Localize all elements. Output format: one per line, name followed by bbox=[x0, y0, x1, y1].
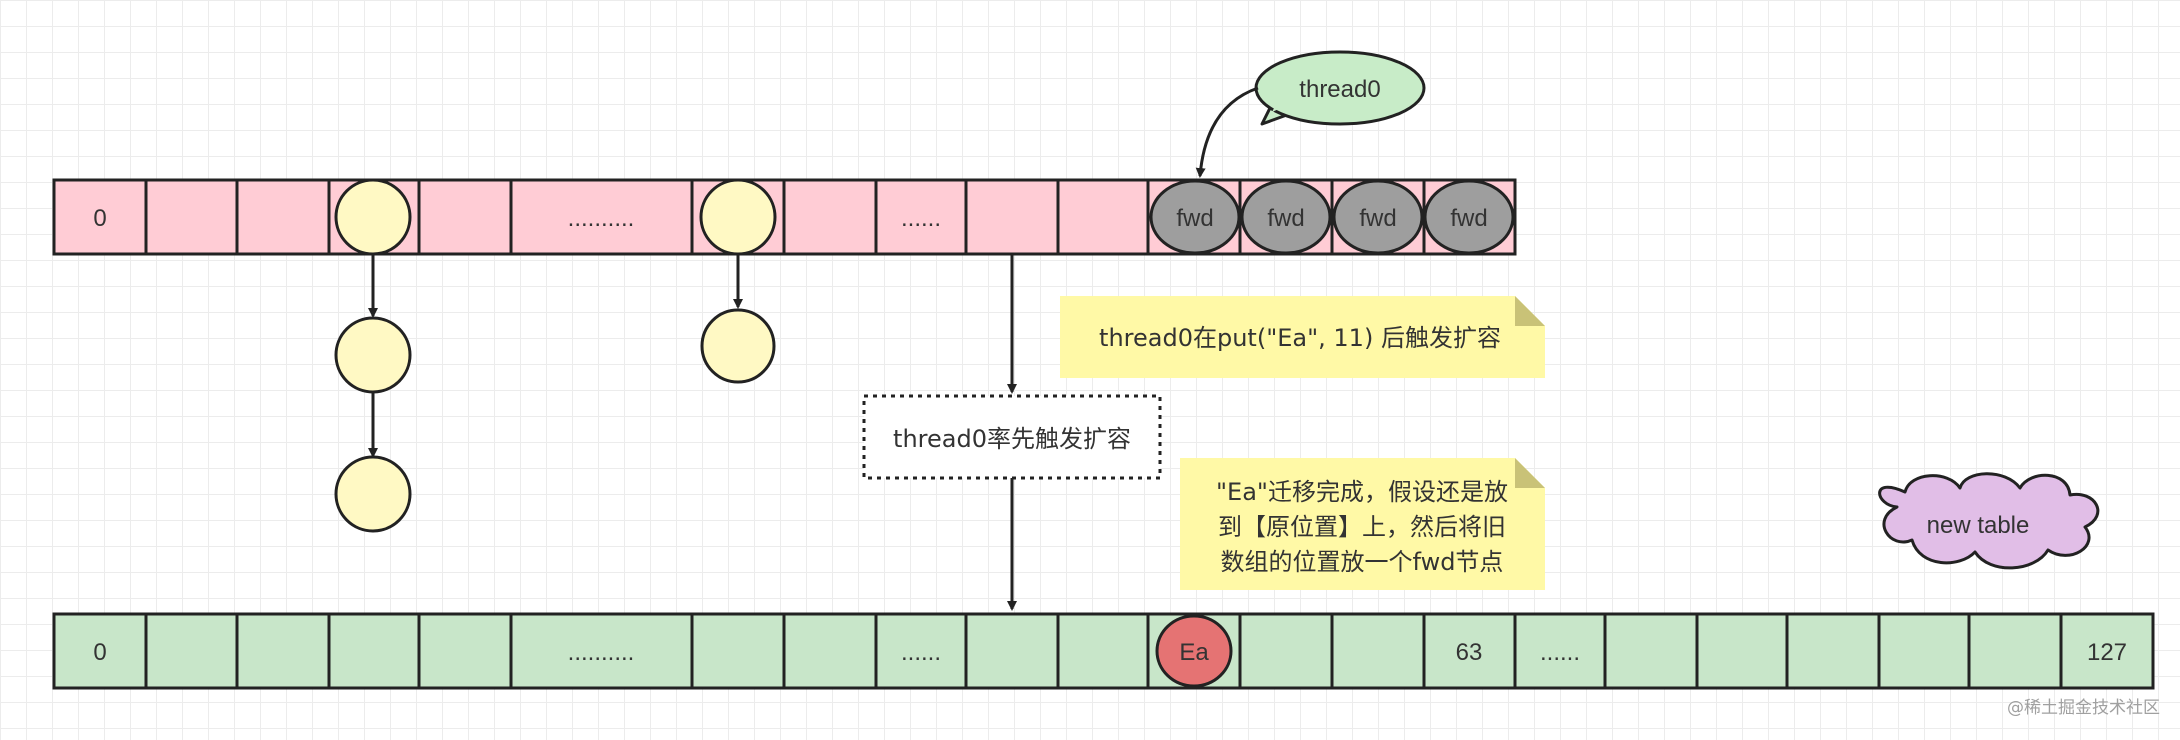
note-migrate: "Ea"迁移完成，假设还是放 到【原位置】上，然后将旧 数组的位置放一个fwd节… bbox=[1180, 458, 1545, 590]
new-cell-15 bbox=[1513, 612, 1607, 690]
fwd-node bbox=[1332, 179, 1424, 255]
note-migrate-fold bbox=[1515, 458, 1545, 488]
new-cell-label: 127 bbox=[2087, 639, 2127, 666]
new-cell-7 bbox=[782, 612, 878, 690]
new-table-cloud: new table bbox=[1878, 472, 2100, 570]
new-cell-5 bbox=[509, 612, 694, 690]
old-cell-10 bbox=[1056, 178, 1150, 256]
cloud-shape bbox=[1878, 472, 2100, 570]
new-cell-12 bbox=[1238, 612, 1334, 690]
new-cell-13 bbox=[1330, 612, 1426, 690]
watermark: @稀土掘金技术社区 bbox=[2007, 698, 2160, 718]
new-cell-label: 63 bbox=[1456, 639, 1483, 666]
trigger-label: thread0率先触发扩容 bbox=[893, 425, 1131, 453]
note-migrate-line: 数组的位置放一个fwd节点 bbox=[1221, 548, 1504, 576]
old-cell-label: .......... bbox=[568, 205, 635, 232]
old-cell-2 bbox=[235, 178, 331, 256]
new-cell-6 bbox=[690, 612, 786, 690]
old-cell-7 bbox=[782, 178, 878, 256]
old-cell-label: 0 bbox=[93, 205, 106, 232]
note-put-fold bbox=[1515, 296, 1545, 326]
new-cell-17 bbox=[1695, 612, 1789, 690]
chain-node bbox=[700, 308, 776, 384]
new-cell-label: .......... bbox=[568, 639, 635, 666]
chain-node bbox=[334, 455, 412, 533]
thread0-label: thread0 bbox=[1299, 76, 1380, 103]
new-cell-0 bbox=[52, 612, 148, 690]
ea-label: Ea bbox=[1179, 639, 1209, 666]
old-cell-0 bbox=[52, 178, 148, 256]
thread0-arrow bbox=[1195, 86, 1259, 178]
note-migrate-line: "Ea"迁移完成，假设还是放 bbox=[1216, 478, 1508, 506]
fwd-label: fwd bbox=[1267, 205, 1304, 232]
new-cell-21 bbox=[2059, 612, 2155, 690]
fwd-node bbox=[1149, 179, 1241, 255]
new-cell-14 bbox=[1422, 612, 1517, 690]
old-cell-4 bbox=[417, 178, 513, 256]
new-cell-16 bbox=[1603, 612, 1699, 690]
old-cell-5 bbox=[509, 178, 694, 256]
new-cell-1 bbox=[144, 612, 239, 690]
fwd-label: fwd bbox=[1450, 205, 1487, 232]
new-cell-label: ...... bbox=[901, 639, 941, 666]
chain-node bbox=[699, 178, 777, 256]
old-cell-9 bbox=[964, 178, 1060, 256]
old-cell-8 bbox=[874, 178, 968, 256]
new-cell-2 bbox=[235, 612, 331, 690]
old-cell-label: ...... bbox=[901, 205, 941, 232]
thread0-bubble: thread0 bbox=[1195, 50, 1426, 178]
note-migrate-line: 到【原位置】上，然后将旧 bbox=[1218, 513, 1506, 541]
note-migrate-body bbox=[1180, 458, 1545, 590]
new-cell-20 bbox=[1967, 612, 2063, 690]
fwd-node bbox=[1423, 179, 1515, 255]
fwd-node bbox=[1240, 179, 1332, 255]
new-cell-19 bbox=[1877, 612, 1971, 690]
new-cell-3 bbox=[327, 612, 421, 690]
new-cell-8 bbox=[874, 612, 968, 690]
new-cell-4 bbox=[417, 612, 513, 690]
old-table: 0 .......... ...... fwd fwd fwd fwd bbox=[52, 178, 1517, 256]
new-cell-label: ...... bbox=[1540, 639, 1580, 666]
note-put-text: thread0在put("Ea", 11) 后触发扩容 bbox=[1099, 324, 1501, 352]
new-cell-10 bbox=[1056, 612, 1150, 690]
chain-node bbox=[334, 316, 412, 394]
new-cell-9 bbox=[964, 612, 1060, 690]
new-cell-18 bbox=[1785, 612, 1881, 690]
note-put: thread0在put("Ea", 11) 后触发扩容 bbox=[1060, 296, 1545, 378]
trigger-box bbox=[862, 394, 1162, 480]
fwd-label: fwd bbox=[1176, 205, 1213, 232]
fwd-label: fwd bbox=[1359, 205, 1396, 232]
new-table-label: new table bbox=[1927, 512, 2030, 539]
new-cell-label: 0 bbox=[93, 639, 106, 666]
old-cell-1 bbox=[144, 178, 239, 256]
note-put-body bbox=[1060, 296, 1545, 378]
bucket-chains bbox=[334, 178, 777, 533]
trigger-flow: thread0率先触发扩容 bbox=[862, 254, 1162, 611]
chain-node bbox=[334, 178, 412, 256]
new-table: 0 .......... ...... 63 ...... 127 Ea bbox=[52, 612, 2155, 690]
bubble-tail-cover bbox=[1272, 97, 1290, 112]
ea-node bbox=[1155, 614, 1233, 688]
